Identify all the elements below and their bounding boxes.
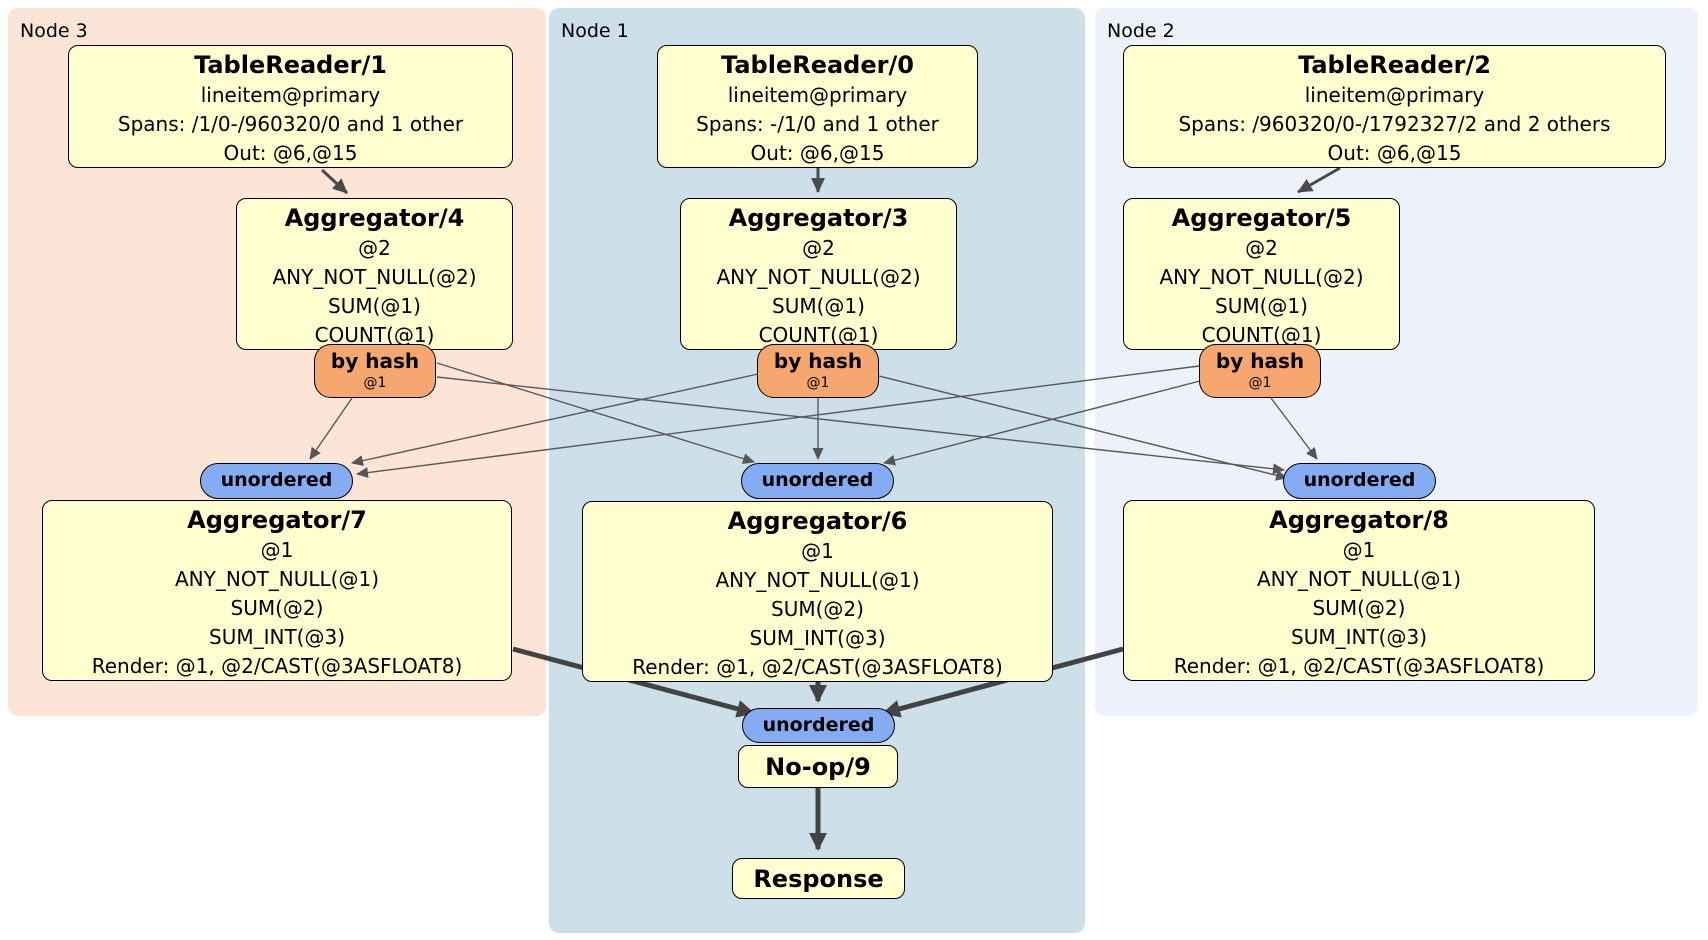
processor-title: Aggregator/5 [1171, 204, 1352, 232]
processor-detail: @1 [260, 538, 294, 562]
sync-label: unordered [220, 469, 333, 491]
processor-detail: ANY_NOT_NULL(@1) [1257, 567, 1461, 591]
processor-detail: SUM(@1) [328, 294, 421, 318]
processor-detail: ANY_NOT_NULL(@1) [175, 567, 379, 591]
processor-title: Response [753, 864, 884, 893]
processor-detail: lineitem@primary [200, 83, 381, 107]
edge-router-right-sync-right [1270, 397, 1318, 460]
edge-tr2-agg5 [1297, 166, 1341, 194]
processor-detail: ANY_NOT_NULL(@2) [1159, 265, 1364, 289]
sync-label: unordered [761, 469, 874, 491]
processor-detail: lineitem@primary [1304, 83, 1485, 107]
processor-detail: Render: @1, @2/CAST(@3ASFLOAT8) [91, 654, 463, 678]
edge-router-right-sync-center [883, 380, 1201, 466]
router-label: by hash [330, 349, 420, 373]
processor-detail: SUM(@2) [230, 596, 324, 620]
router-detail: @1 [806, 375, 830, 391]
sync-unordered-center: unordered [741, 463, 894, 499]
processor-detail: SUM_INT(@3) [749, 626, 886, 650]
processor-title: Aggregator/3 [728, 204, 909, 232]
sync-unordered-left: unordered [200, 463, 353, 499]
processor-detail: @2 [802, 236, 835, 260]
processor-detail: SUM(@2) [771, 597, 864, 621]
edge-router-left-sync-left [309, 397, 353, 460]
processor-title: Aggregator/6 [727, 507, 908, 535]
processor-detail: @1 [1342, 538, 1376, 562]
edge-router-center-sync-left [351, 373, 759, 467]
processor-detail: COUNT(@1) [1201, 323, 1322, 347]
processor-detail: @1 [801, 539, 834, 563]
sync-label: unordered [762, 714, 875, 736]
processor-title: TableReader/1 [194, 51, 387, 79]
edge-router-right-sync-left [356, 365, 1200, 479]
processor-aggregator-6: Aggregator/6 @1 ANY_NOT_NULL(@1) SUM(@2)… [582, 501, 1053, 682]
processor-title: TableReader/0 [721, 51, 914, 79]
processor-detail: COUNT(@1) [758, 323, 879, 347]
processor-detail: SUM_INT(@3) [1291, 625, 1427, 649]
sync-unordered-final: unordered [742, 708, 895, 743]
processor-detail: Out: @6,@15 [1327, 141, 1462, 165]
processor-detail: SUM_INT(@3) [209, 625, 345, 649]
processor-detail: Out: @6,@15 [223, 141, 358, 165]
sync-unordered-right: unordered [1283, 463, 1436, 499]
processor-detail: @2 [358, 236, 391, 260]
processor-detail: ANY_NOT_NULL(@2) [716, 265, 921, 289]
processor-detail: Render: @1, @2/CAST(@3ASFLOAT8) [1173, 654, 1545, 678]
region-node3-label: Node 3 [20, 20, 88, 42]
processor-detail: SUM(@1) [772, 294, 865, 318]
processor-detail: @2 [1245, 236, 1278, 260]
processor-detail: Render: @1, @2/CAST(@3ASFLOAT8) [632, 655, 1003, 679]
edge-router-center-sync-right [878, 375, 1288, 481]
processor-aggregator-4: Aggregator/4 @2 ANY_NOT_NULL(@2) SUM(@1)… [236, 198, 513, 350]
processor-aggregator-8: Aggregator/8 @1 ANY_NOT_NULL(@1) SUM(@2)… [1123, 500, 1595, 681]
processor-detail: COUNT(@1) [314, 323, 435, 347]
processor-aggregator-7: Aggregator/7 @1 ANY_NOT_NULL(@1) SUM(@2)… [42, 500, 512, 681]
processor-title: Aggregator/7 [187, 506, 367, 534]
processor-response: Response [732, 858, 905, 899]
router-by-hash-right: by hash @1 [1199, 344, 1321, 398]
processor-title: Aggregator/4 [284, 204, 465, 232]
router-detail: @1 [363, 375, 387, 391]
router-label: by hash [1215, 349, 1305, 373]
processor-detail: Spans: /960320/0-/1792327/2 and 2 others [1178, 112, 1611, 136]
router-by-hash-center: by hash @1 [757, 344, 879, 398]
processor-detail: Out: @6,@15 [750, 141, 885, 165]
router-label: by hash [773, 349, 863, 373]
processor-tablereader-0: TableReader/0 lineitem@primary Spans: -/… [657, 45, 978, 168]
processor-tablereader-2: TableReader/2 lineitem@primary Spans: /9… [1123, 45, 1666, 168]
processor-aggregator-5: Aggregator/5 @2 ANY_NOT_NULL(@2) SUM(@1)… [1123, 198, 1400, 350]
processor-detail: Spans: -/1/0 and 1 other [696, 112, 939, 136]
processor-tablereader-1: TableReader/1 lineitem@primary Spans: /1… [68, 45, 513, 168]
processor-title: No-op/9 [765, 752, 871, 781]
processor-detail: ANY_NOT_NULL(@1) [715, 568, 920, 592]
processor-detail: Spans: /1/0-/960320/0 and 1 other [117, 112, 464, 136]
processor-title: Aggregator/8 [1269, 506, 1449, 534]
processor-detail: lineitem@primary [727, 83, 908, 107]
processor-title: TableReader/2 [1298, 51, 1491, 79]
processor-detail: SUM(@2) [1312, 596, 1406, 620]
edge-router-left-sync-center [436, 362, 755, 464]
edge-router-left-sync-right [436, 376, 1285, 475]
processor-aggregator-3: Aggregator/3 @2 ANY_NOT_NULL(@2) SUM(@1)… [680, 198, 957, 350]
router-by-hash-left: by hash @1 [314, 344, 436, 398]
processor-noop-9: No-op/9 [738, 745, 898, 788]
sync-label: unordered [1303, 469, 1416, 491]
region-node1-label: Node 1 [561, 20, 629, 42]
edge-tr1-agg4 [320, 168, 349, 195]
region-node2-label: Node 2 [1107, 20, 1175, 42]
processor-detail: ANY_NOT_NULL(@2) [272, 265, 477, 289]
router-detail: @1 [1248, 375, 1272, 391]
processor-detail: SUM(@1) [1215, 294, 1308, 318]
